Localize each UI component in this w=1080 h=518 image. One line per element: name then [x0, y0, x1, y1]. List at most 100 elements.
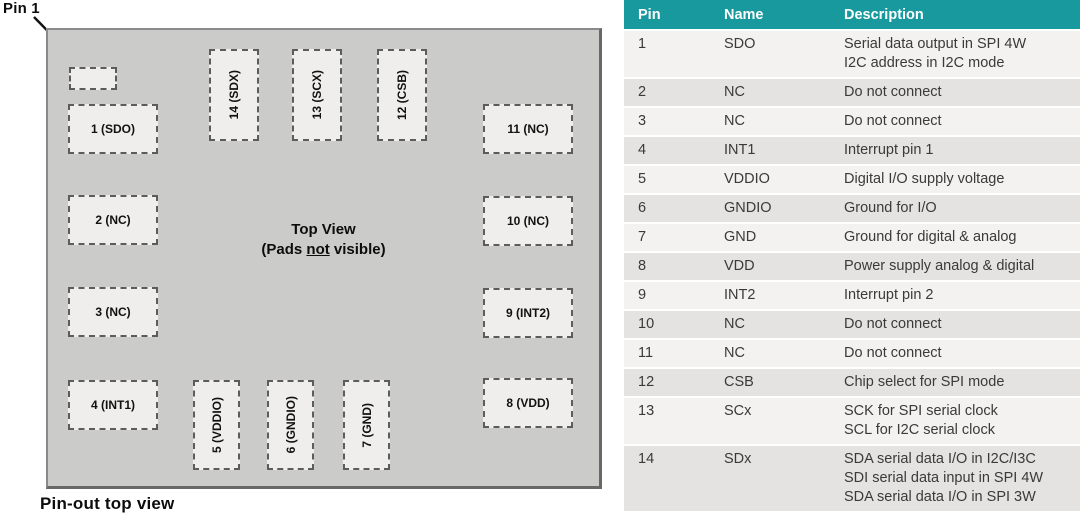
- pin-description: Digital I/O supply voltage: [844, 170, 1080, 189]
- pad-label: 4 (INT1): [90, 398, 135, 412]
- top-view-subtitle: (Pads not visible): [261, 241, 386, 258]
- pad-label: 9 (INT2): [505, 306, 550, 320]
- pin-name: VDDIO: [724, 171, 770, 187]
- pin-table-body: 1 SDO Serial data output in SPI 4W I2C addr…: [624, 31, 1080, 513]
- pin-number: 2: [638, 84, 647, 100]
- pin-name: NC: [724, 113, 745, 129]
- pin-description-line: Digital I/O supply voltage: [844, 171, 1005, 187]
- pin-description-line: Ground for digital & analog: [844, 229, 1017, 245]
- pin-description: Chip select for SPI mode: [844, 373, 1080, 392]
- pin-number: 8: [638, 258, 647, 274]
- pin-name: SDO: [724, 36, 756, 52]
- pin-description-line: Do not connect: [844, 345, 942, 361]
- pin-description-line: SCK for SPI serial clock: [844, 403, 998, 419]
- pin-description: Do not connect: [844, 83, 1080, 102]
- pin-description-line: SCL for I2C serial clock: [844, 422, 995, 438]
- pin-description-line: SDA serial data I/O in SPI 3W: [844, 489, 1036, 505]
- table-row: 10 NC Do not connect: [624, 311, 1080, 340]
- chip-body: 1 (SDO) 2 (NC) 3 (NC) 4 (INT1) 14 (SDX) …: [46, 28, 602, 489]
- pin-description: Do not connect: [844, 315, 1080, 334]
- pad-label: 6 (GNDIO): [283, 396, 298, 454]
- pin-number: 7: [638, 229, 647, 245]
- pin1-indicator-pad: [69, 67, 117, 90]
- pad-pin13-scx: 13 (SCX): [292, 49, 342, 141]
- pad-pin11-nc: 11 (NC): [483, 104, 573, 154]
- pin-name: NC: [724, 316, 745, 332]
- column-header-name: Name: [724, 6, 764, 23]
- pad-label: 11 (NC): [507, 122, 549, 136]
- pad-pin7-gnd: 7 (GND): [343, 380, 390, 470]
- pin-description-line: Serial data output in SPI 4W: [844, 36, 1027, 52]
- top-view-title: Top View: [291, 221, 356, 238]
- column-header-pin: Pin: [638, 6, 661, 23]
- pin-table: Pin Name Description 1 SDO Serial data out…: [624, 0, 1080, 513]
- table-header-row: Pin Name Description: [624, 0, 1080, 31]
- pin-name: NC: [724, 84, 745, 100]
- pad-label: 7 (GND): [359, 402, 374, 448]
- pin-description-line: Do not connect: [844, 84, 942, 100]
- pad-pin6-gndio: 6 (GNDIO): [267, 380, 314, 470]
- pin-description-line: I2C address in I2C mode: [844, 55, 1005, 71]
- pad-pin3-nc: 3 (NC): [68, 287, 158, 337]
- pin-description-line: Interrupt pin 1: [844, 142, 934, 158]
- pad-label: 3 (NC): [95, 305, 131, 319]
- pad-label: 14 (SDX): [227, 70, 241, 120]
- table-row: 5 VDDIO Digital I/O supply voltage: [624, 166, 1080, 195]
- pin-description-line: Chip select for SPI mode: [844, 374, 1005, 390]
- pin-number: 5: [638, 171, 647, 187]
- pin-description: Do not connect: [844, 112, 1080, 131]
- pin-description-line: Do not connect: [844, 113, 942, 129]
- pin-description: SDA serial data I/O in I2C/I3C SDI serial…: [844, 450, 1080, 507]
- pad-label: 8 (VDD): [506, 396, 550, 410]
- top-view-label: Top View (Pads not visible): [48, 220, 599, 260]
- pin-number: 13: [638, 403, 655, 419]
- pin-number: 4: [638, 142, 647, 158]
- pin-description-line: Do not connect: [844, 316, 942, 332]
- table-row: 6 GNDIO Ground for I/O: [624, 195, 1080, 224]
- pad-label: 2 (NC): [95, 213, 131, 227]
- figure-caption: Pin-out top view: [40, 494, 175, 513]
- column-header-description: Description: [844, 6, 924, 23]
- pin-number: 10: [638, 316, 655, 332]
- pin-number: 1: [638, 36, 647, 52]
- pin-description-line: SDA serial data I/O in I2C/I3C: [844, 451, 1036, 467]
- pin-description: Serial data output in SPI 4W I2C address …: [844, 35, 1080, 73]
- pinout-diagram: Pin 1 1 (SDO) 2 (NC) 3 (NC) 4 (INT1) 14 …: [3, 0, 602, 513]
- pad-pin1-sdo: 1 (SDO): [68, 104, 158, 154]
- pin-number: 9: [638, 287, 647, 303]
- pin-description-line: SDI serial data input in SPI 4W: [844, 470, 1044, 486]
- pin1-label: Pin 1: [3, 0, 40, 17]
- pin-description-line: Ground for I/O: [844, 200, 937, 216]
- pin-name: SCx: [724, 403, 752, 419]
- pin-description: Power supply analog & digital: [844, 257, 1080, 276]
- pin-number: 6: [638, 200, 647, 216]
- pin-name: NC: [724, 345, 745, 361]
- pin-description: Interrupt pin 2: [844, 286, 1080, 305]
- pad-label: 12 (CSB): [395, 69, 409, 120]
- pin-name: INT2: [724, 287, 756, 303]
- pad-label: 10 (NC): [506, 214, 549, 228]
- pin-name: INT1: [724, 142, 756, 158]
- pin-description: Ground for digital & analog: [844, 228, 1080, 247]
- pin-description-line: Interrupt pin 2: [844, 287, 934, 303]
- pad-pin4-int1: 4 (INT1): [68, 380, 158, 430]
- table-row: 9 INT2 Interrupt pin 2: [624, 282, 1080, 311]
- pad-pin12-csb: 12 (CSB): [377, 49, 427, 141]
- pad-pin8-vdd: 8 (VDD): [483, 378, 573, 428]
- pin-description-line: Power supply analog & digital: [844, 258, 1035, 274]
- pad-pin14-sdx: 14 (SDX): [209, 49, 259, 141]
- pin-name: GNDIO: [724, 200, 772, 216]
- pad-label: 5 (VDDIO): [209, 396, 224, 453]
- table-row: 1 SDO Serial data output in SPI 4W I2C addr…: [624, 31, 1080, 79]
- pin-number: 11: [638, 345, 654, 361]
- pin-name: SDx: [724, 451, 752, 467]
- table-row: 2 NC Do not connect: [624, 79, 1080, 108]
- table-row: 4 INT1 Interrupt pin 1: [624, 137, 1080, 166]
